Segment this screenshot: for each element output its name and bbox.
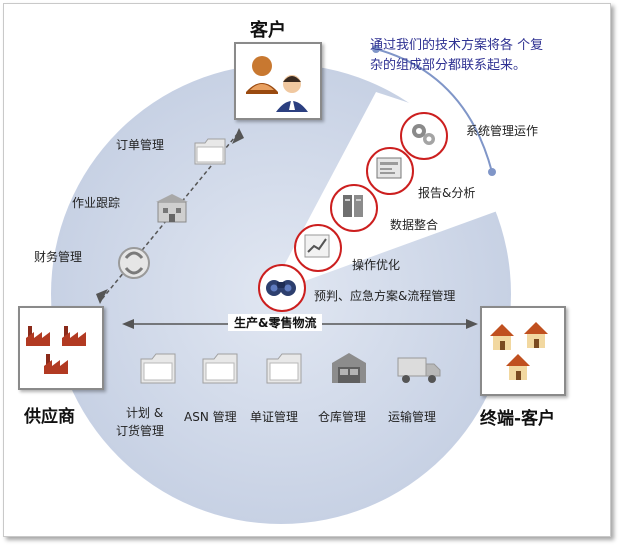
quote-line-1: 通过我们的技术方案将各 个复 [370,38,544,53]
quote-line-2: 杂的组成部分都联系起来。 [370,58,527,73]
bottom-label-transport: 运输管理 [388,410,437,424]
arrow-head-up [232,128,244,144]
arc-start-dot [372,45,380,53]
recycle-icon [118,247,150,279]
bottom-label-docs: 单证管理 [250,410,299,424]
folder-icon [140,353,176,384]
step-ring-optimize [294,224,342,272]
building-icon [156,194,188,223]
step-label-report: 报告&分析 [418,186,476,200]
step-label-optimize: 操作优化 [352,258,401,272]
step-label-data: 数据整合 [390,218,439,232]
chart-icon [304,234,330,258]
step-label-contingency: 预判、应急方案&流程管理 [314,289,456,303]
folder-icon [266,353,302,384]
houses-icon [490,322,548,380]
step-label-system: 系统管理运作 [466,124,539,138]
bottom-label-warehouse: 仓库管理 [318,410,367,424]
end-customer-box [480,306,566,396]
bottom-label-asn: ASN 管理 [184,410,237,424]
arrow-head-down [96,289,108,304]
folder-icon [194,138,226,165]
flow-arrow-left [122,319,134,329]
page-title: 客户 [250,20,286,41]
flow-arrow-right [466,319,478,329]
arc-end-dot [488,168,496,176]
bottom-label-plan-1: 计划 & [126,406,164,420]
supplier-box [18,306,104,390]
customers-box [234,42,322,120]
folder-icon [202,353,238,384]
flow-label: 生产&零售物流 [228,314,323,331]
server-icon [343,195,363,217]
supplier-label: 供应商 [24,407,75,427]
truck-icon [397,357,441,383]
gears-icon [412,124,435,145]
warehouse-icon [332,353,366,383]
left-chain-label-tracking: 作业跟踪 [72,196,121,210]
left-chain-label-finance: 财务管理 [34,250,83,264]
binoculars-icon [266,280,296,296]
end-customer-label: 终端-客户 [480,409,556,429]
bottom-label-plan-2: 订货管理 [116,424,165,438]
factory-icon [26,326,86,374]
report-icon [376,157,402,179]
left-chain-label-orders: 订单管理 [116,138,165,152]
diagram-frame: 客户 通过我们的技术方案将各 个复 杂的组成部分都联系起来。 订单管理 作业跟踪… [3,3,611,537]
people-icon [246,56,308,112]
